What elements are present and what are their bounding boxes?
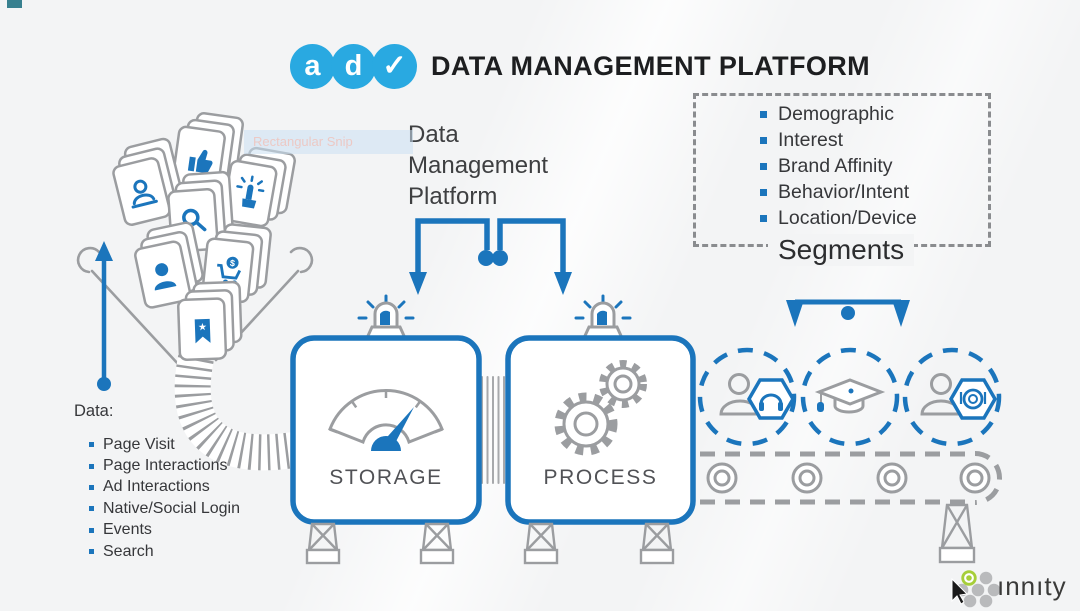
list-item: Behavior/Intent xyxy=(760,179,917,205)
bullet-icon xyxy=(89,527,94,533)
storage-label: STORAGE xyxy=(329,466,443,489)
card-stack-tap xyxy=(221,146,296,228)
segment-label: Behavior/Intent xyxy=(778,180,910,203)
conveyor-belt xyxy=(700,451,1002,564)
card-stack-user xyxy=(134,221,204,309)
data-panel: Data: Page Visit Page Interactions Ad In… xyxy=(74,402,240,562)
data-label: Ad Interactions xyxy=(103,478,210,496)
list-item: Ad Interactions xyxy=(74,477,240,498)
dmp-label: Data Management Platform xyxy=(408,121,549,210)
logo-circle-d: d xyxy=(331,44,376,89)
process-label: PROCESS xyxy=(543,466,658,489)
machine-legs xyxy=(305,522,675,565)
segments-title: Segments xyxy=(768,234,915,266)
segments-list: Demographic Interest Brand Affinity Beha… xyxy=(760,101,917,231)
graduation-cap-icon xyxy=(814,378,886,414)
user-headphones-icon xyxy=(719,373,796,420)
dmp-arrows xyxy=(409,218,572,295)
connector-pipe xyxy=(481,376,505,484)
svg-text:$: $ xyxy=(229,258,235,268)
bullet-icon xyxy=(89,442,94,448)
bullet-icon xyxy=(760,136,767,144)
bullet-icon xyxy=(760,162,767,170)
segment-label: Brand Affinity xyxy=(778,154,893,177)
svg-text:★: ★ xyxy=(198,322,207,333)
card-stack-location xyxy=(112,137,183,226)
like-icon xyxy=(187,149,213,174)
funnel-pipe xyxy=(174,354,296,471)
snip-tooltip: Rectangular Snip xyxy=(244,130,413,154)
bullet-icon xyxy=(760,110,767,118)
tap-icon xyxy=(236,175,265,209)
list-item: Page Interactions xyxy=(74,455,240,476)
storage-box xyxy=(290,335,482,525)
user-dining-icon xyxy=(920,373,998,420)
segment-label: Demographic xyxy=(778,102,894,125)
bullet-icon xyxy=(89,484,94,490)
user-icon xyxy=(154,263,177,291)
bullet-icon xyxy=(760,214,767,222)
list-item: Events xyxy=(74,520,240,541)
bullet-icon xyxy=(89,506,94,512)
data-label: Page Visit xyxy=(103,435,175,453)
process-box xyxy=(505,335,696,525)
brand-header: a d ✓ DATA MANAGEMENT PLATFORM xyxy=(290,44,870,89)
data-heading: Data: xyxy=(74,402,114,420)
brand-name: ınnıty xyxy=(997,571,1067,601)
list-item: Brand Affinity xyxy=(760,153,917,179)
list-item: Interest xyxy=(760,127,917,153)
list-item: Demographic xyxy=(760,101,917,127)
ingest-arrow xyxy=(95,241,113,391)
logo-circle-a: a xyxy=(290,44,335,89)
innity-logo-dots xyxy=(951,570,1001,608)
bullet-icon xyxy=(89,549,94,555)
bullet-icon xyxy=(760,188,767,196)
list-item: Location/Device xyxy=(760,205,917,231)
belt-leg xyxy=(938,503,976,564)
screenshot-corner-artifact xyxy=(7,0,22,8)
page-title: DATA MANAGEMENT PLATFORM xyxy=(431,51,871,81)
data-label: Native/Social Login xyxy=(103,499,240,517)
segment-bracket xyxy=(786,299,910,327)
cursor-icon xyxy=(951,577,969,605)
data-label: Page Interactions xyxy=(103,457,228,475)
segment-circles xyxy=(697,347,1002,447)
card-stack-bookmark: ★ xyxy=(176,280,243,361)
segment-label: Interest xyxy=(778,128,844,151)
siren-icon xyxy=(357,294,415,340)
bookmark-icon: ★ xyxy=(194,318,211,344)
list-item: Search xyxy=(74,541,240,562)
gauge-icon xyxy=(328,389,444,451)
data-label: Search xyxy=(103,542,154,560)
data-label: Events xyxy=(103,521,152,539)
gears-icon xyxy=(554,360,647,456)
bullet-icon xyxy=(89,463,94,469)
siren-icon xyxy=(574,294,632,340)
location-user-icon xyxy=(131,179,158,209)
logo-check-icon: ✓ xyxy=(372,44,417,89)
list-item: Native/Social Login xyxy=(74,498,240,519)
list-item: Page Visit xyxy=(74,434,240,455)
segment-label: Location/Device xyxy=(778,206,917,229)
